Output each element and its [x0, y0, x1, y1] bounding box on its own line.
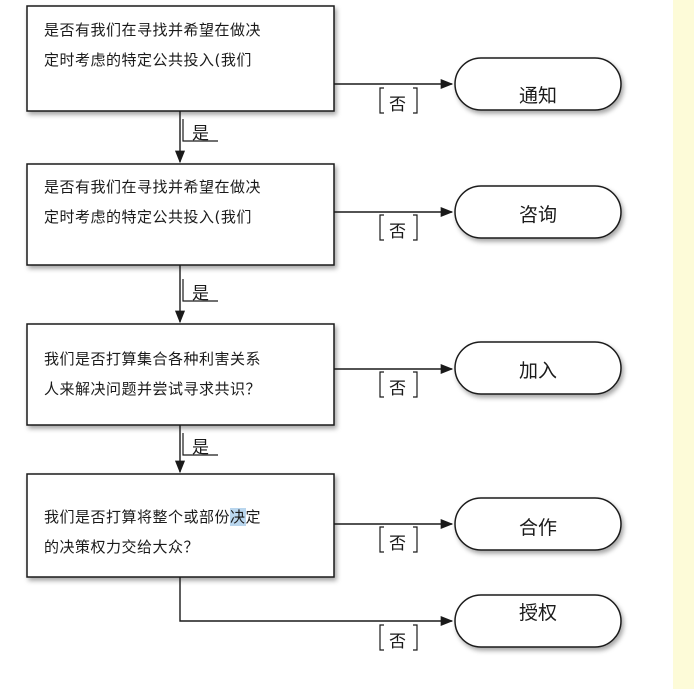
outcome-empower: 授权 — [518, 602, 557, 624]
question-1-line-1: 是否有我们在寻找并希望在做决 — [44, 21, 262, 39]
no-arrow-5 — [179, 577, 454, 627]
outcome-pill-4 — [454, 497, 622, 551]
no-label-5: 否 — [389, 632, 406, 652]
outcome-consult: 咨询 — [518, 204, 557, 226]
outcome-pill-2 — [454, 185, 622, 239]
yes-label-3: 是 — [192, 438, 209, 458]
no-label-1: 否 — [389, 95, 406, 115]
yes-label-1: 是 — [192, 124, 209, 144]
yes-label-bracket-2 — [182, 279, 218, 302]
no-label-4: 否 — [389, 534, 406, 554]
question-4-line-1-start: 我们是否打算将整个或部份 — [44, 508, 231, 526]
question-4-line-2: 的决策权力交给大众？ — [44, 538, 200, 556]
no-label-bracket-2 — [379, 214, 418, 241]
highlighted-text: 决 — [230, 508, 246, 526]
question-3-text: 我们是否打算集合各种利害关系 人来解决问题并尝试寻求共识？ — [44, 344, 261, 404]
question-2-line-1: 是否有我们在寻找并希望在做决 — [44, 178, 262, 196]
question-box-4 — [26, 473, 335, 578]
no-label-3: 否 — [389, 379, 406, 399]
no-label-bracket-4 — [379, 526, 418, 553]
question-4-line-1-end: 定 — [245, 508, 262, 526]
no-label-bracket-5 — [379, 624, 418, 651]
question-3-line-1: 我们是否打算集合各种利害关系 — [44, 350, 262, 368]
side-strip — [673, 0, 694, 689]
yes-label-bracket-3 — [182, 433, 218, 456]
question-box-3 — [26, 323, 335, 426]
no-label-bracket-1 — [379, 87, 418, 114]
question-1-text: 是否有我们在寻找并希望在做决 定时考虑的特定公共投入(我们 — [44, 15, 261, 75]
outcome-involve: 加入 — [518, 360, 557, 382]
question-2-line-2: 定时考虑的特定公共投入(我们 — [44, 208, 252, 226]
outcome-inform: 通知 — [518, 85, 557, 107]
yes-label-2: 是 — [192, 284, 209, 304]
question-4-line-1: 我们是否打算将整个或部份决定 — [44, 502, 261, 532]
question-4-text: 我们是否打算将整个或部份决定 的决策权力交给大众？ — [44, 502, 261, 562]
question-box-1 — [26, 5, 335, 112]
outcome-pill-3 — [454, 341, 622, 395]
no-label-2: 否 — [389, 222, 406, 242]
question-1-line-2: 定时考虑的特定公共投入(我们 — [44, 51, 252, 69]
question-2-text: 是否有我们在寻找并希望在做决 定时考虑的特定公共投入(我们 — [44, 172, 261, 232]
no-label-bracket-3 — [379, 371, 418, 398]
question-3-line-2: 人来解决问题并尝试寻求共识？ — [44, 380, 262, 398]
outcome-pill-5 — [454, 594, 622, 648]
yes-label-bracket-1 — [182, 119, 218, 142]
outcome-collaborate: 合作 — [518, 517, 557, 539]
outcome-pill-1 — [454, 57, 622, 111]
